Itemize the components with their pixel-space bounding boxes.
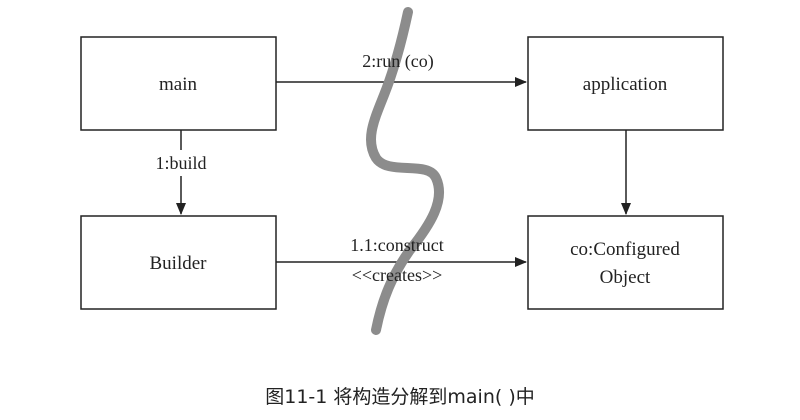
run-edge-label: 2:run (co) bbox=[362, 51, 433, 72]
configured-object-label-line2: Object bbox=[600, 267, 651, 288]
dependency-diagram: main application Builder co:Configured O… bbox=[80, 7, 724, 335]
construct-edge-label: 1.1:construct bbox=[350, 235, 443, 255]
application-box bbox=[527, 36, 724, 131]
figure-caption: 图11-1 将构造分解到main( )中 bbox=[265, 386, 535, 408]
main-label: main bbox=[159, 74, 197, 95]
main-box bbox=[80, 36, 277, 131]
configured-object-box bbox=[527, 215, 724, 310]
boundary-divider bbox=[365, 7, 445, 335]
builder-label: Builder bbox=[150, 253, 208, 274]
build-edge-label: 1:build bbox=[155, 153, 206, 173]
application-label: application bbox=[583, 74, 668, 95]
builder-box bbox=[80, 215, 277, 310]
build-label-background bbox=[140, 150, 222, 176]
creates-edge-label: <<creates>> bbox=[352, 265, 443, 285]
configured-object-label-line1: co:Configured bbox=[570, 239, 680, 260]
